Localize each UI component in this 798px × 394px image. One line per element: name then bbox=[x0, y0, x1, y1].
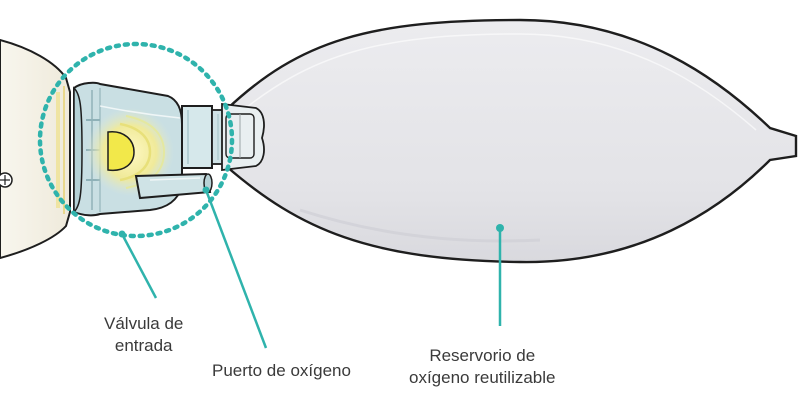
inlet-valve bbox=[73, 81, 183, 217]
inlet-valve-label-line1: Válvula de bbox=[104, 314, 184, 333]
oxygen-port bbox=[134, 172, 213, 200]
reservoir-label-line2: oxígeno reutilizable bbox=[409, 368, 556, 387]
reservoir-label-line1: Reservorio de bbox=[429, 346, 536, 365]
inlet-valve-label-line2: entrada bbox=[114, 336, 173, 355]
oxygen-reservoir bbox=[221, 18, 798, 264]
bag-connector-icon bbox=[0, 172, 13, 188]
squeeze-bag bbox=[0, 38, 71, 260]
valve-highlight-circle bbox=[37, 41, 235, 239]
connector-neck bbox=[181, 105, 225, 169]
oxygen-port-label: Puerto de oxígeno bbox=[212, 360, 351, 382]
callout-oxygen-port bbox=[202, 186, 268, 349]
callout-reservoir bbox=[496, 224, 504, 326]
callout-valve bbox=[118, 230, 158, 299]
oxygen-port-label-text: Puerto de oxígeno bbox=[212, 361, 351, 380]
reservoir-label: Reservorio de oxígeno reutilizable bbox=[409, 345, 555, 389]
inlet-valve-label: Válvula de entrada bbox=[104, 313, 183, 357]
